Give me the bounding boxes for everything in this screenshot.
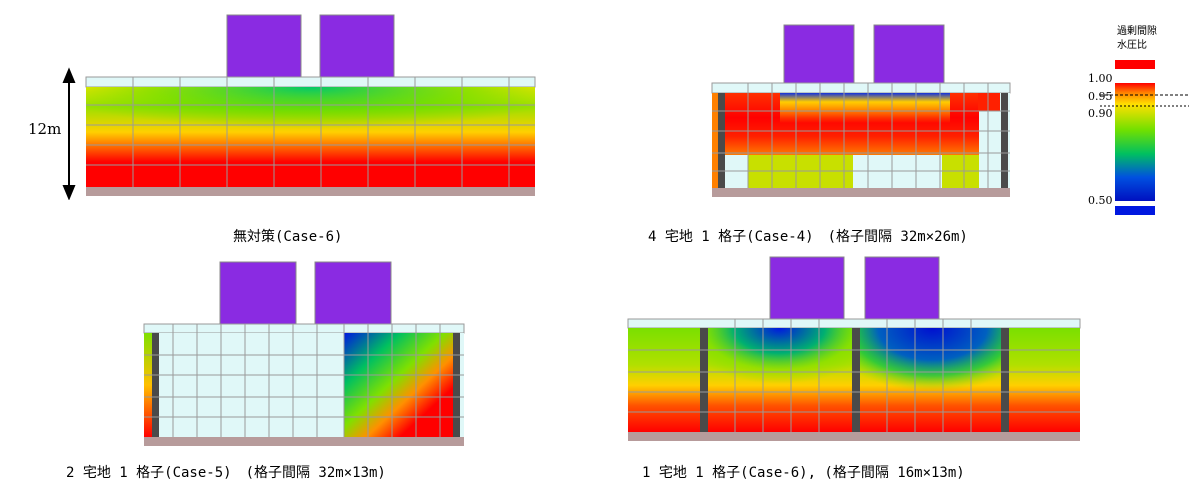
- legend-colorbar: [1100, 60, 1189, 215]
- grid-lines: [86, 77, 535, 187]
- caption-case6-none: 無対策(Case-6): [233, 229, 343, 245]
- depth-arrow: [62, 67, 76, 200]
- panel-4-lots-1-grid: [711, 24, 1011, 197]
- legend-tick-090: 0.90: [1088, 107, 1113, 120]
- legend-tick-050: 0.50: [1088, 194, 1113, 207]
- caption-case4: 4 宅地 1 格子(Case-4) (格子間隔 32m×26m): [648, 229, 968, 245]
- legend-title-line1: 過剰間隙: [1117, 26, 1157, 37]
- panel-2-lots-1-grid: [143, 261, 465, 446]
- legend-tick-095: 0.95: [1088, 90, 1113, 103]
- legend-tick-100: 1.00: [1088, 72, 1113, 85]
- surface-layer: [85, 76, 536, 88]
- base-layer: [86, 187, 535, 196]
- depth-label: 12m: [28, 120, 62, 138]
- building-left: [226, 14, 302, 78]
- building-right: [319, 14, 395, 78]
- caption-case5: 2 宅地 1 格子(Case-5) (格子間隔 32m×13m): [66, 465, 386, 481]
- legend-title-line2: 水圧比: [1117, 40, 1147, 51]
- caption-case6-grid: 1 宅地 1 格子(Case-6), (格子間隔 16m×13m): [642, 465, 965, 481]
- legend-title: 過剰間隙 水圧比: [1117, 25, 1157, 53]
- panel-no-countermeasure: [62, 14, 536, 200]
- panel-1-lot-1-grid: [627, 256, 1081, 441]
